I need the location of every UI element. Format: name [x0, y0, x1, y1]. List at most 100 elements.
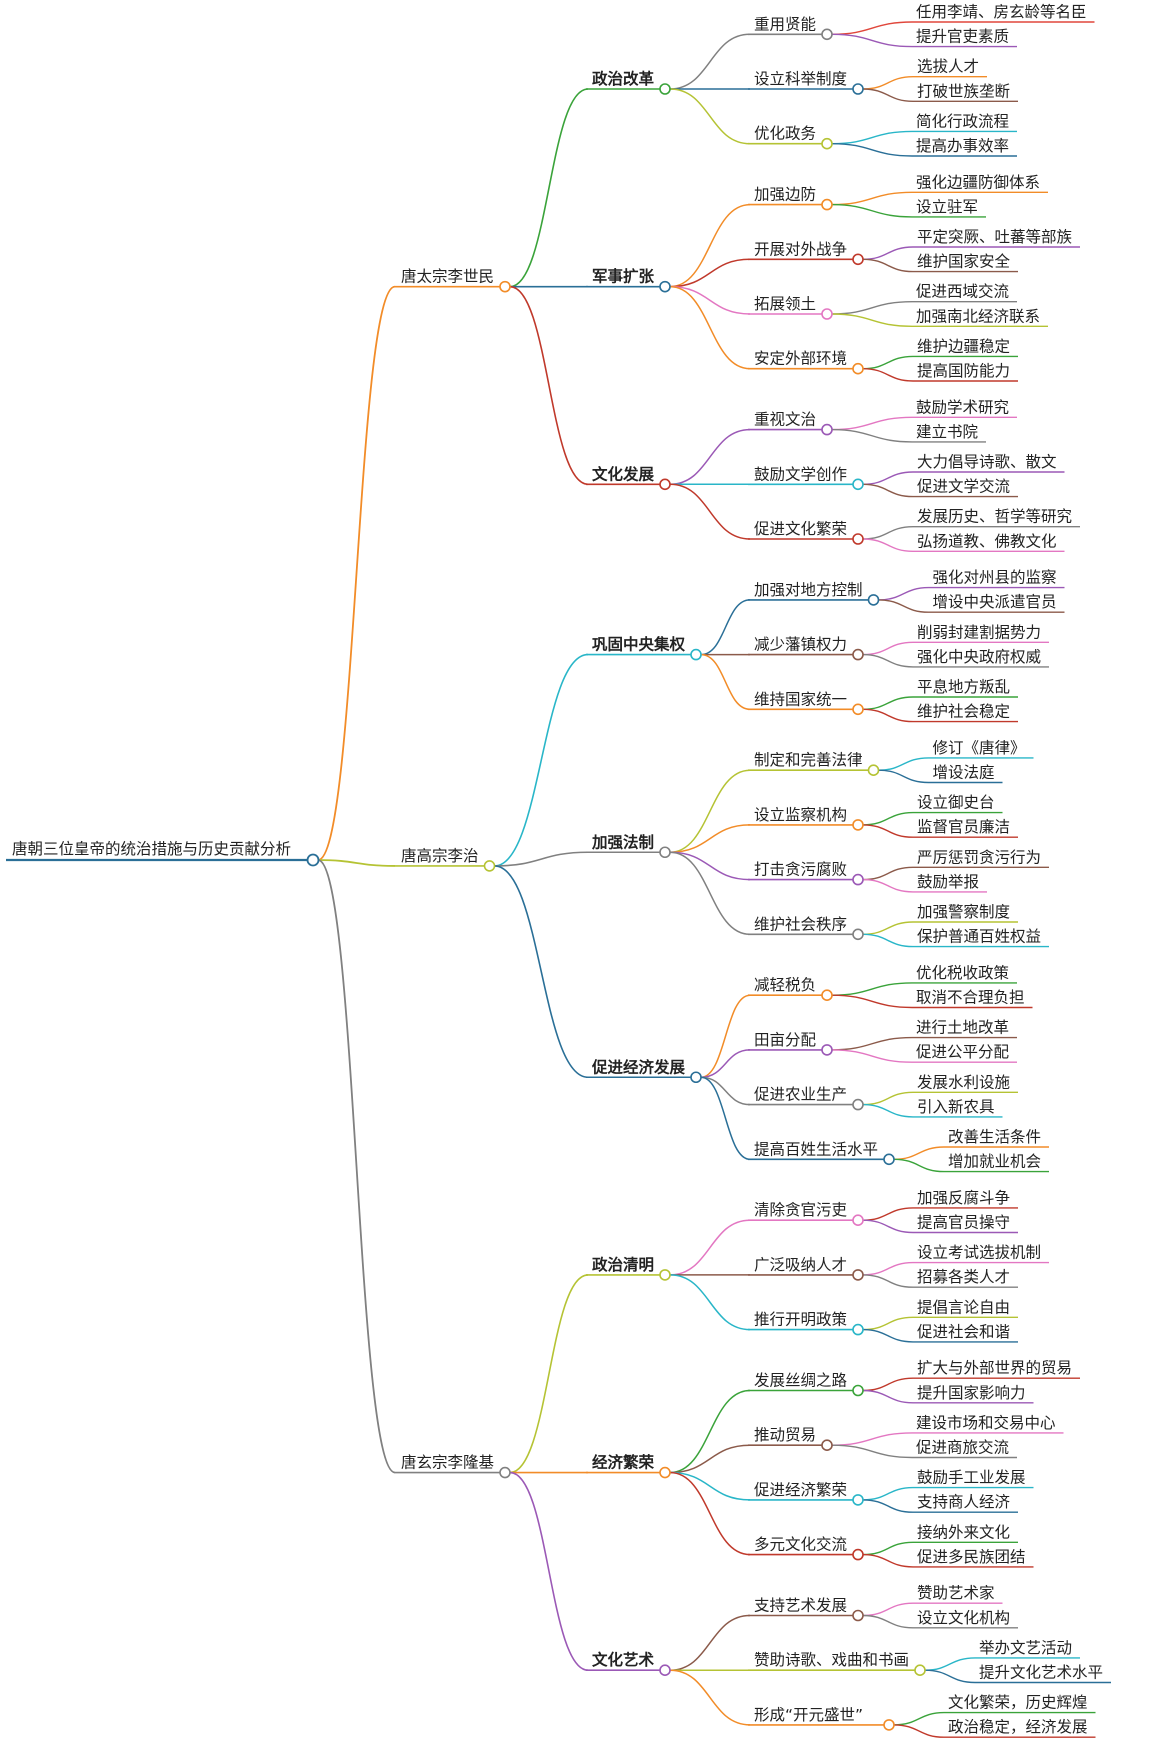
item-0-1-1-toggle[interactable] [852, 253, 864, 266]
link-category-1-1-item-2 [669, 851, 751, 881]
item-0-0-2-toggle[interactable] [821, 137, 833, 150]
leaf-1-1-2-1-label: 鼓励举报 [917, 873, 979, 891]
leaf-1-0-1-1-label: 强化中央政府权威 [917, 648, 1041, 666]
item-0-0-1-toggle[interactable] [852, 83, 864, 95]
leaf-0-0-1-1-label: 打破世族垄断 [917, 82, 1010, 100]
link-item-2-0-2-leaf-1 [862, 1328, 914, 1343]
link-item-0-2-1-leaf-1 [862, 483, 914, 498]
leaf-1-2-3-1-label: 增加就业机会 [948, 1153, 1041, 1171]
item-1-0-0-toggle[interactable] [867, 594, 880, 606]
link-item-2-1-0-leaf-0 [862, 1377, 914, 1392]
item-2-1-3-toggle[interactable] [852, 1548, 864, 1561]
leaf-2-2-2-1-label: 政治稳定，经济发展 [948, 1718, 1088, 1736]
leaf-0-1-2-1-label: 加强南北经济联系 [916, 307, 1040, 325]
leaf-2-0-1-0-label: 设立考试选拔机制 [917, 1244, 1041, 1262]
item-1-1-0-toggle[interactable] [867, 764, 880, 777]
category-1-1-label: 加强法制 [591, 832, 654, 851]
leaf-0-2-2-1-label: 弘扬道教、佛教文化 [917, 532, 1057, 550]
link-item-0-1-1-leaf-1 [862, 258, 914, 273]
link-category-0-1-item-0 [669, 203, 751, 288]
leaf-2-0-2-0-label: 提倡言论自由 [917, 1298, 1010, 1316]
item-0-2-1-label: 鼓励文学创作 [754, 465, 847, 483]
item-2-2-1-toggle[interactable] [914, 1664, 926, 1676]
link-root-emperor-0 [317, 285, 396, 861]
category-2-1-toggle[interactable] [659, 1466, 671, 1479]
category-2-2-label: 文化艺术 [592, 1650, 655, 1669]
category-2-2-toggle[interactable] [659, 1664, 671, 1676]
item-1-1-3-toggle[interactable] [852, 928, 864, 941]
link-item-2-1-2-leaf-1 [862, 1499, 914, 1513]
category-0-0-toggle[interactable] [659, 83, 671, 95]
item-2-2-0-label: 支持艺术发展 [754, 1597, 847, 1615]
item-2-1-1-toggle[interactable] [821, 1439, 833, 1451]
item-1-0-1-toggle[interactable] [852, 648, 864, 661]
item-2-2-0-toggle[interactable] [852, 1609, 864, 1622]
link-item-2-1-0-leaf-1 [862, 1389, 914, 1404]
item-1-1-2-toggle[interactable] [852, 873, 864, 886]
item-2-1-1-label: 推动贸易 [754, 1426, 816, 1444]
leaf-2-0-2-1-label: 促进社会和谐 [917, 1323, 1010, 1341]
item-2-0-0-toggle[interactable] [852, 1214, 864, 1226]
item-1-2-0-toggle[interactable] [821, 989, 833, 1002]
item-0-1-3-toggle[interactable] [852, 362, 864, 375]
link-emperor-2-category-0 [509, 1274, 589, 1474]
mind-map-links [6, 21, 1111, 1738]
category-0-2-label: 文化发展 [592, 464, 655, 483]
item-2-1-0-toggle[interactable] [852, 1384, 864, 1397]
item-2-2-2-toggle[interactable] [883, 1719, 895, 1731]
category-0-1-toggle[interactable] [659, 280, 671, 293]
category-2-1-label: 经济繁荣 [592, 1453, 655, 1472]
item-0-1-2-toggle[interactable] [821, 308, 833, 320]
link-emperor-1-category-0 [494, 653, 589, 867]
item-0-2-2-label: 促进文化繁荣 [754, 519, 847, 538]
item-1-2-3-toggle[interactable] [883, 1153, 895, 1166]
link-item-0-1-3-leaf-1 [862, 368, 914, 382]
emperor-1-toggle[interactable] [483, 860, 496, 872]
link-category-0-2-item-0 [669, 428, 751, 486]
leaf-2-1-3-0-label: 接纳外来文化 [917, 1523, 1010, 1541]
link-item-1-1-2-leaf-0 [862, 866, 914, 881]
item-1-0-0-label: 加强对地方控制 [754, 581, 863, 599]
leaf-1-0-2-0-label: 平息地方叛乱 [917, 678, 1010, 696]
leaf-1-2-2-0-label: 发展水利设施 [917, 1073, 1010, 1091]
item-2-1-2-toggle[interactable] [852, 1494, 864, 1506]
link-item-1-0-0-leaf-1 [878, 599, 929, 613]
category-2-0-toggle[interactable] [659, 1269, 671, 1281]
link-item-2-1-1-leaf-1 [831, 1444, 913, 1459]
item-1-0-2-toggle[interactable] [852, 703, 864, 716]
emperor-0-toggle[interactable] [499, 280, 511, 293]
link-root-emperor-2 [317, 859, 396, 1474]
item-0-1-0-toggle[interactable] [821, 198, 833, 211]
item-2-0-1-toggle[interactable] [852, 1269, 864, 1281]
leaf-1-1-3-1-label: 保护普通百姓权益 [917, 928, 1041, 946]
category-1-1-toggle[interactable] [659, 846, 671, 859]
link-category-1-2-item-3 [700, 1076, 751, 1161]
link-category-2-2-item-0 [669, 1614, 751, 1671]
item-0-2-2-toggle[interactable] [852, 533, 864, 545]
item-0-2-0-toggle[interactable] [821, 423, 833, 436]
link-category-2-0-item-0 [669, 1219, 751, 1276]
category-1-0-toggle[interactable] [690, 648, 702, 661]
link-item-1-2-3-leaf-0 [893, 1146, 945, 1160]
link-item-1-1-2-leaf-1 [862, 878, 914, 893]
leaf-1-1-3-0-label: 加强警察制度 [917, 903, 1010, 921]
leaf-1-0-1-0-label: 削弱封建割据势力 [917, 623, 1041, 641]
category-1-2-toggle[interactable] [690, 1071, 702, 1084]
leaf-2-1-2-1-label: 支持商人经济 [917, 1493, 1011, 1511]
item-1-1-1-toggle[interactable] [852, 819, 864, 831]
item-0-2-1-toggle[interactable] [852, 478, 864, 491]
item-2-0-2-toggle[interactable] [852, 1323, 864, 1336]
leaf-0-0-2-1-label: 提高办事效率 [916, 137, 1009, 155]
item-1-2-2-toggle[interactable] [852, 1098, 864, 1111]
root-toggle[interactable] [306, 853, 320, 867]
link-item-0-0-1-leaf-1 [862, 88, 914, 102]
item-0-0-0-toggle[interactable] [821, 28, 833, 41]
leaf-1-0-0-1-label: 增设中央派遣官员 [933, 593, 1057, 611]
link-category-0-2-item-2 [669, 483, 751, 540]
category-0-2-toggle[interactable] [659, 478, 671, 491]
leaf-0-1-0-1-label: 设立驻军 [916, 198, 978, 216]
item-1-2-1-toggle[interactable] [821, 1044, 833, 1056]
emperor-2-toggle[interactable] [499, 1466, 511, 1479]
link-item-1-1-1-leaf-0 [862, 811, 914, 826]
